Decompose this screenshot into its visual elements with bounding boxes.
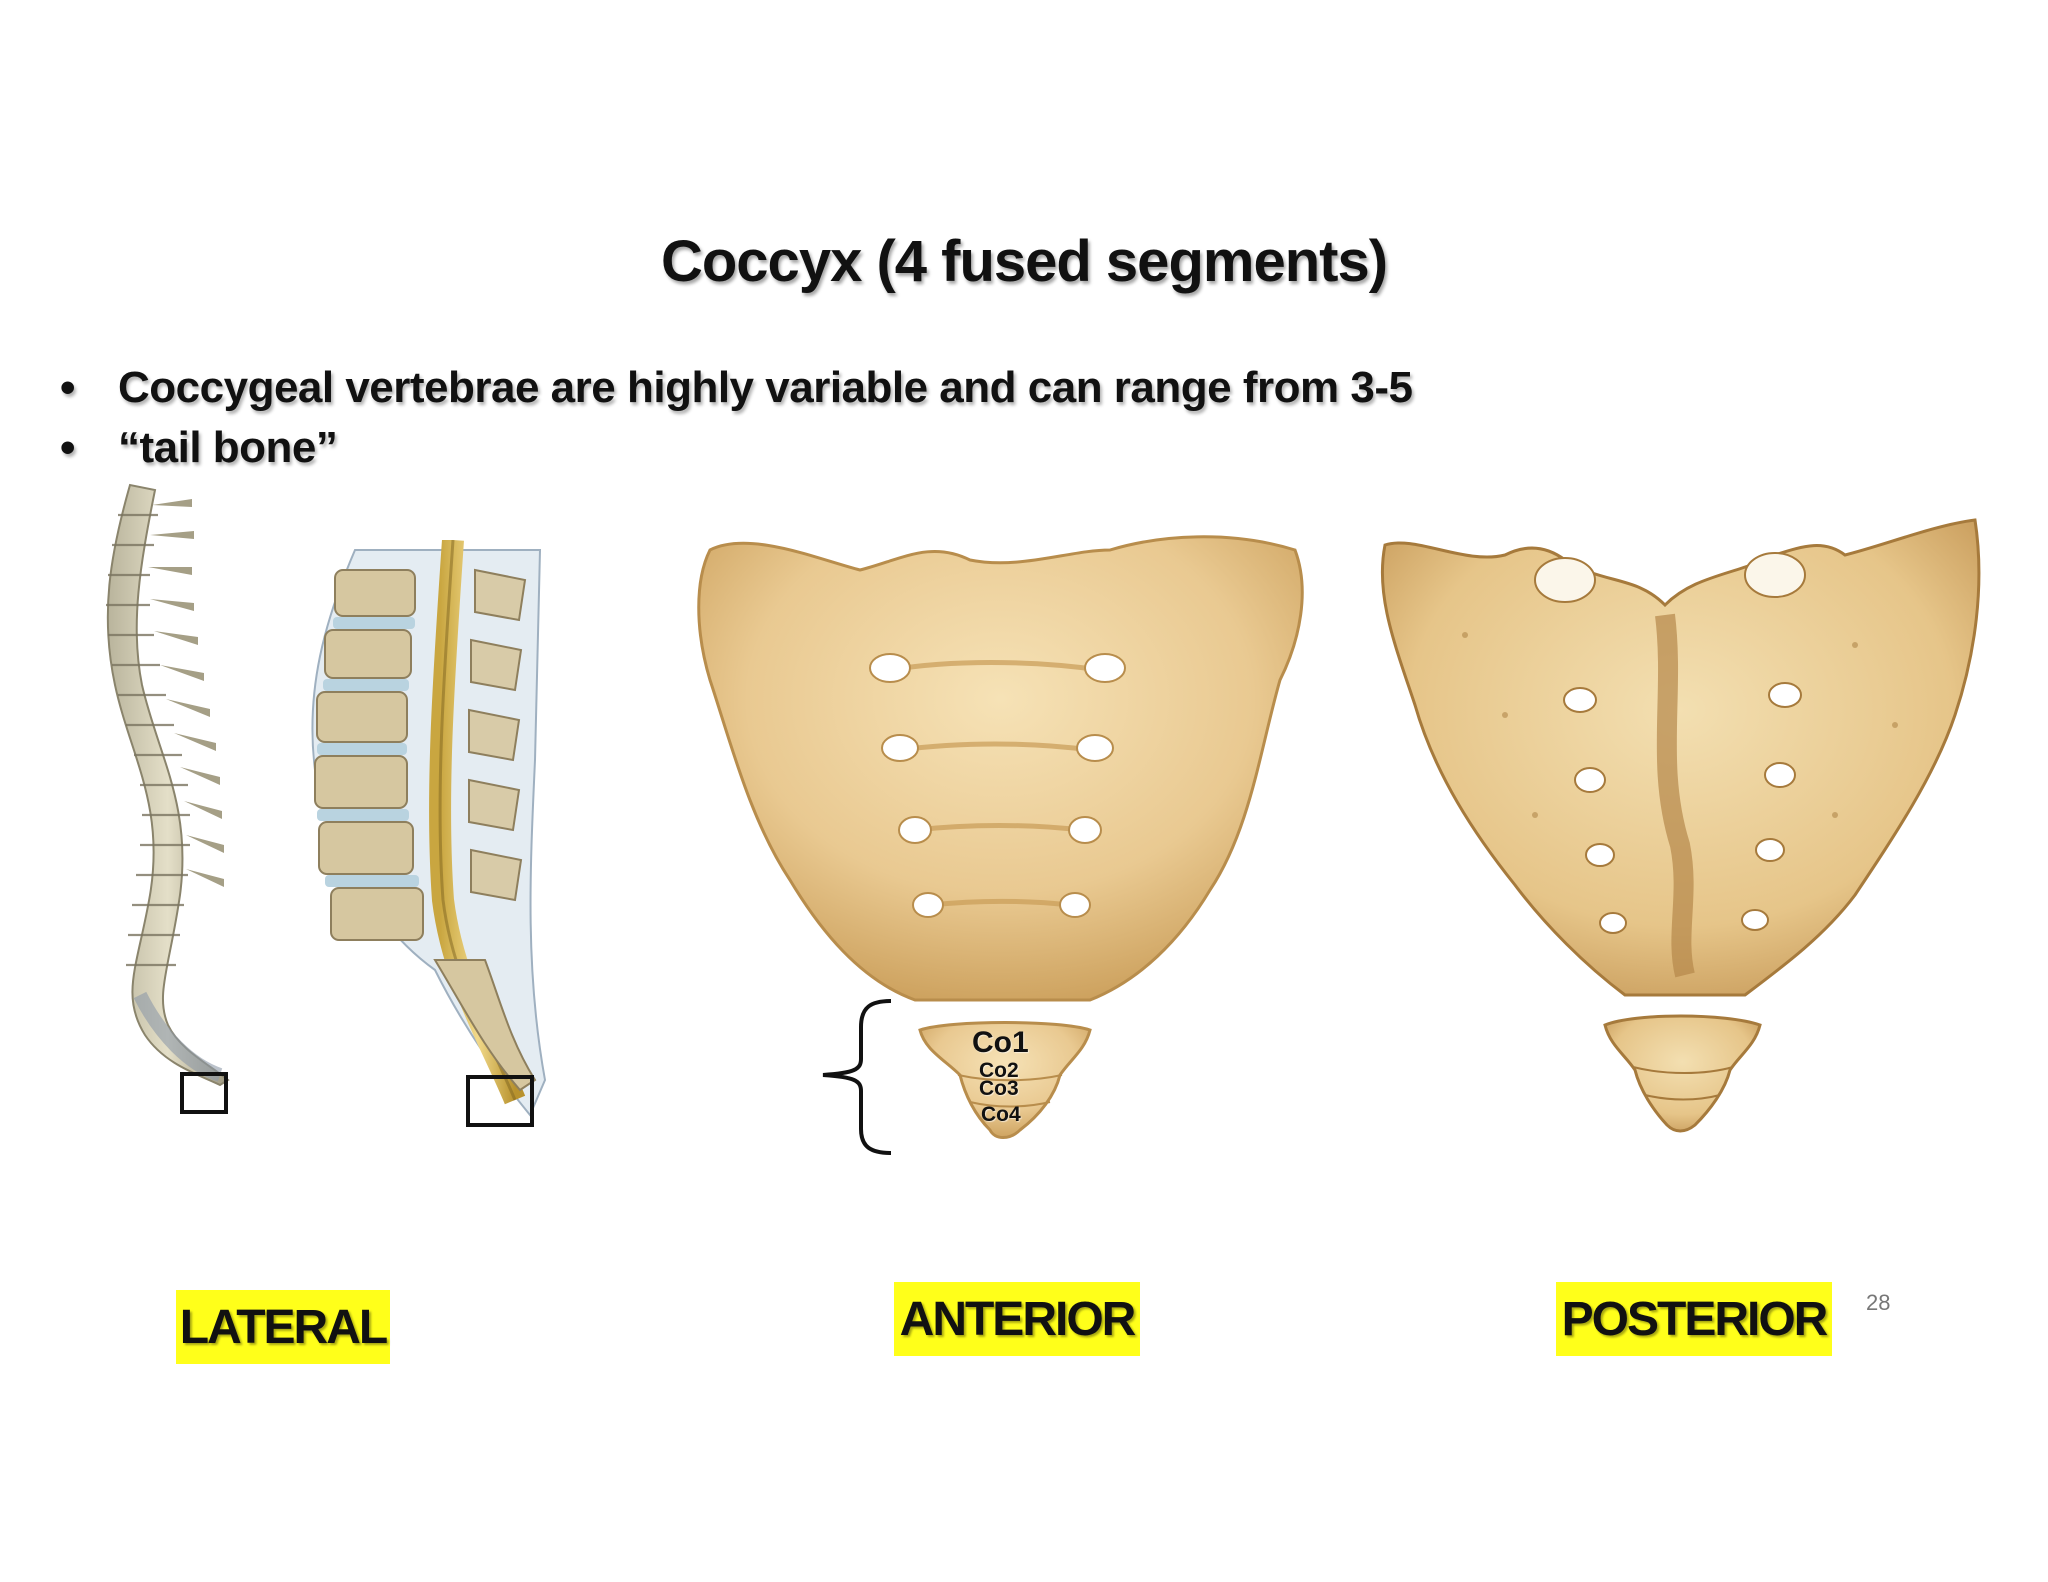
- anterior-sacrum-illustration: [697, 535, 1304, 1139]
- bullet-dot: •: [60, 363, 75, 412]
- segment-label-co3: Co3: [979, 1077, 1019, 1100]
- posterior-sacrum-illustration: [1380, 518, 1981, 1133]
- slide-title: Coccyx (4 fused segments): [660, 229, 1388, 294]
- posterior-label: POSTERIOR: [1556, 1282, 1832, 1356]
- lateral-highlight-box-2: [466, 1075, 534, 1127]
- segment-label-co1: Co1: [972, 1026, 1029, 1059]
- bullet-dot: •: [60, 423, 75, 472]
- lateral-highlight-box-1: [180, 1072, 228, 1114]
- lateral-spine-illustration: [106, 483, 230, 1087]
- bullet-text: “tail bone”: [118, 423, 338, 472]
- bullet-text: Coccygeal vertebrae are highly variable …: [118, 363, 1413, 412]
- segment-label-co2: Co2: [979, 1059, 1019, 1082]
- page-number: 28: [1866, 1290, 1891, 1315]
- bullet-item: • “tail bone”: [60, 418, 1412, 478]
- lateral-label: LATERAL: [176, 1290, 390, 1364]
- coccyx-bracket: [822, 999, 892, 1155]
- bullet-item: • Coccygeal vertebrae are highly variable…: [60, 358, 1413, 418]
- segment-label-co4: Co4: [981, 1103, 1021, 1126]
- bullet-list: • Coccygeal vertebrae are highly variable…: [60, 358, 1413, 478]
- anterior-label: ANTERIOR: [894, 1282, 1140, 1356]
- sagittal-section-illustration: [311, 540, 547, 1117]
